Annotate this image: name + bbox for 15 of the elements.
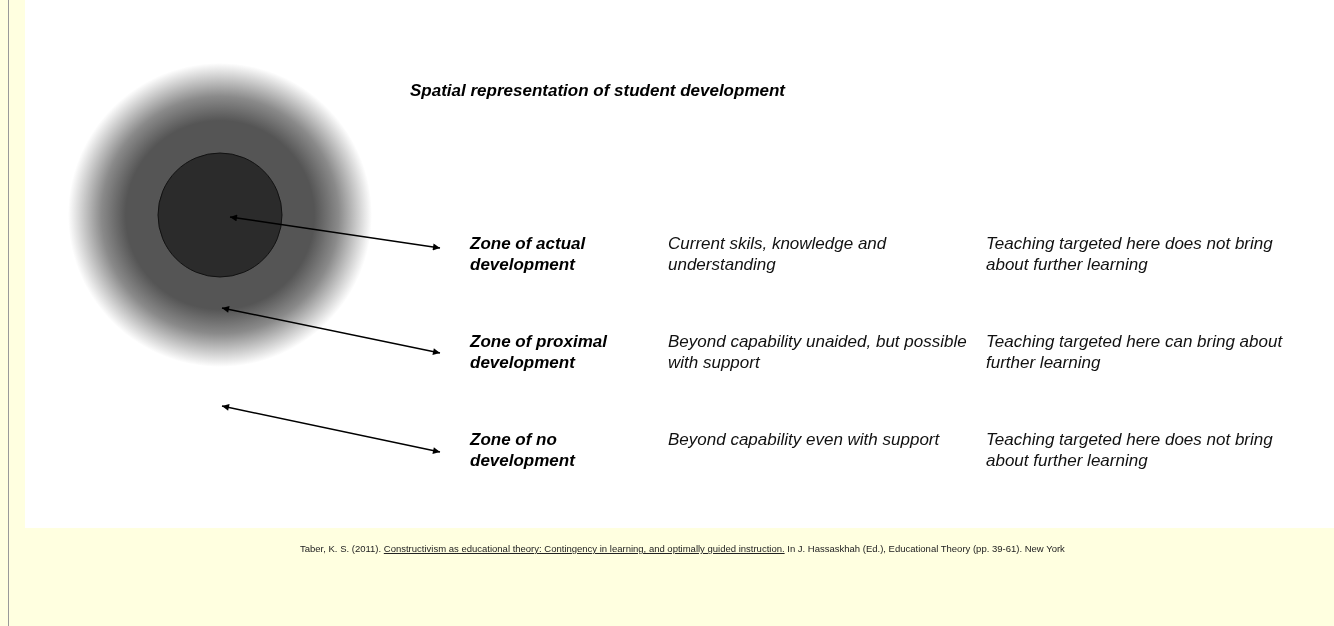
teaching-note: Teaching targeted here does not bring about further learning xyxy=(986,233,1274,275)
zone-label: Zone of actual development xyxy=(470,233,650,275)
teaching-note: Teaching targeted here can bring about further learning xyxy=(986,331,1284,373)
zone-label: Zone of proximal development xyxy=(470,331,650,373)
zone-label: Zone of no development xyxy=(470,429,650,471)
zone-description: Beyond capability unaided, but possible with support xyxy=(668,331,968,373)
double-arrow xyxy=(221,306,441,355)
double-arrow xyxy=(221,404,441,454)
double-arrow xyxy=(229,214,441,251)
zone-description: Beyond capability even with support xyxy=(668,429,941,450)
citation-text: Taber, K. S. (2011). Constructivism as educational theory: Contingency in learning, and optimally guided instruction. In J. Hassaskhah (Ed.), Educational Theory (pp. 39-61). New York xyxy=(300,543,1065,554)
teaching-note: Teaching targeted here does not bring about further learning xyxy=(986,429,1274,471)
citation-link: Constructivism as educational theory: Contingency in learning, and optimally guided instruction. xyxy=(383,543,785,554)
diagram-title: Spatial representation of student development xyxy=(410,81,785,101)
zone-description: Current skils, knowledge and understanding xyxy=(668,233,888,275)
